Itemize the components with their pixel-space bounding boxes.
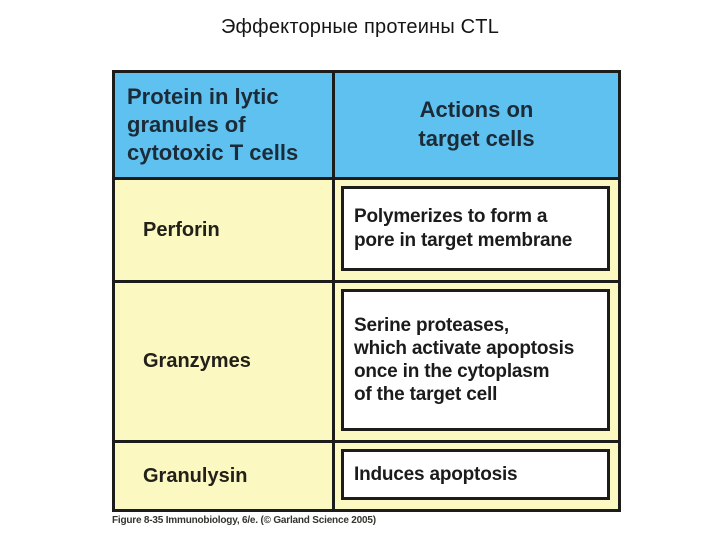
action-text-box: Induces apoptosis: [341, 449, 610, 500]
effector-proteins-table: Protein in lytic granules of cytotoxic T…: [112, 70, 621, 512]
table-header-actions-column: Actions on target cells: [335, 73, 618, 180]
action-text-box: Polymerizes to form a pore in target mem…: [341, 186, 610, 271]
table-header-protein-column: Protein in lytic granules of cytotoxic T…: [115, 73, 335, 180]
table-cell-action-perforin: Polymerizes to form a pore in target mem…: [335, 180, 618, 283]
table-cell-protein-granzymes: Granzymes: [115, 283, 335, 443]
table-cell-protein-granulysin: Granulysin: [115, 443, 335, 509]
table-cell-action-granulysin: Induces apoptosis: [335, 443, 618, 509]
action-text-box: Serine proteases, which activate apoptos…: [341, 289, 610, 431]
figure-caption: Figure 8-35 Immunobiology, 6/e. (© Garla…: [112, 515, 376, 526]
slide-title: Эффекторные протеины CTL: [220, 16, 500, 38]
table-cell-action-granzymes: Serine proteases, which activate apoptos…: [335, 283, 618, 443]
table-cell-protein-perforin: Perforin: [115, 180, 335, 283]
